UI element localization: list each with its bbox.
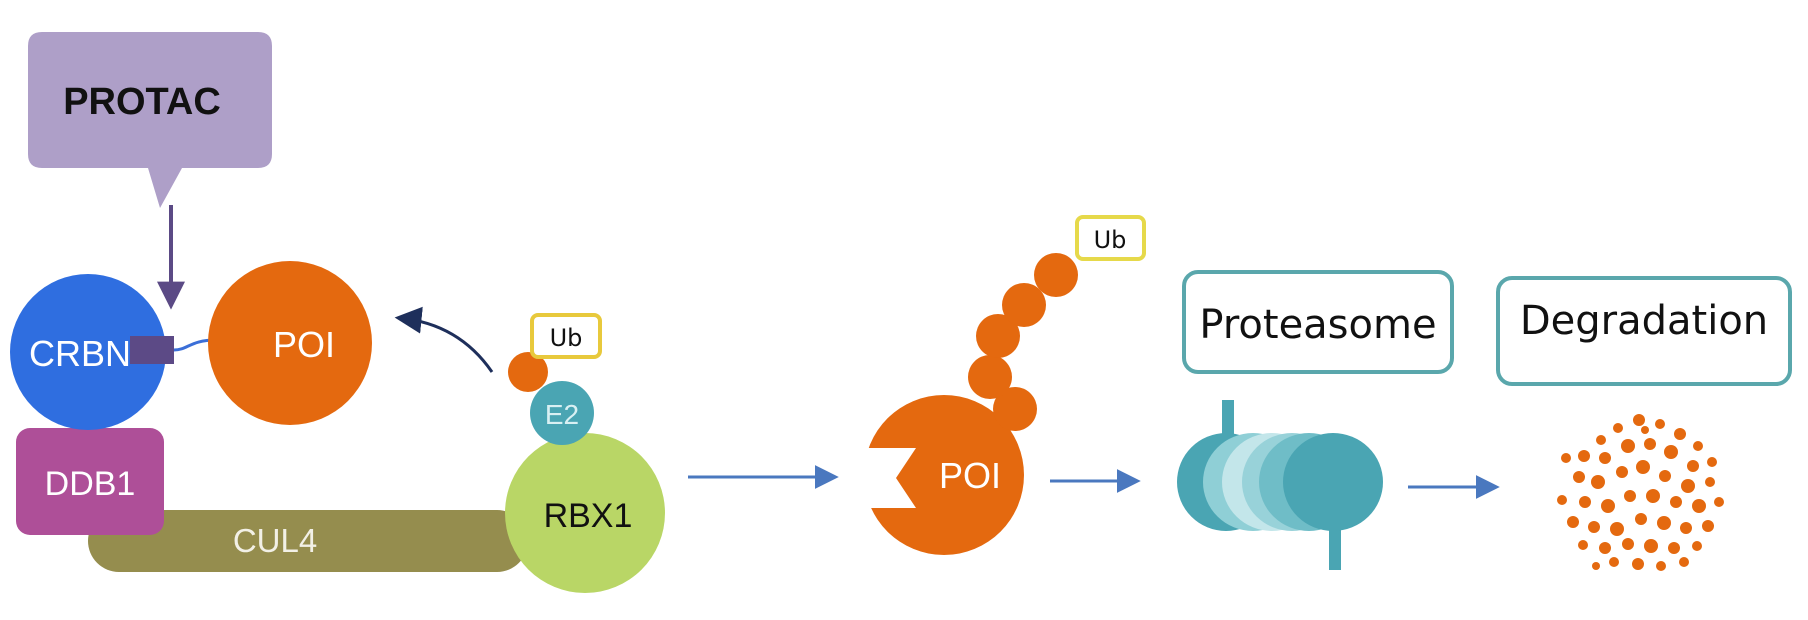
ub-right-label: Ub [1094, 226, 1127, 254]
poi-right-label: POI [939, 455, 1001, 496]
protac-label: PROTAC [63, 81, 221, 123]
polyubiquitin-chain [968, 253, 1078, 431]
poi-left-label: POI [273, 324, 335, 365]
proteasome-barrel [1177, 400, 1383, 570]
ubiquitin-bead [968, 355, 1012, 399]
protac-callout: PROTAC [28, 32, 272, 208]
cul4-scaffold: CUL4 [88, 510, 528, 572]
ubiquitin-bead [1034, 253, 1078, 297]
crbn-circle: CRBN [10, 274, 166, 430]
ubiquitin-bead [976, 314, 1020, 358]
proteasome-bottom-cap [1329, 520, 1341, 570]
cul4-label: CUL4 [233, 522, 317, 559]
proteasome-label-box: Proteasome [1182, 270, 1454, 374]
ub-tag-right: Ub [1075, 215, 1146, 261]
degradation-label-box: Degradation [1496, 276, 1792, 386]
ub-left-label: Ub [550, 324, 583, 352]
ubiquitin-transfer-arrow [394, 306, 494, 373]
degradation-label: Degradation [1520, 298, 1768, 344]
crbn-label: CRBN [29, 333, 131, 374]
poi-right-circle: POI [862, 395, 1024, 555]
poi-binding-notch [862, 448, 916, 508]
crbn-binder-block [130, 336, 174, 364]
e2-label: E2 [545, 399, 579, 430]
degraded-fragments [1557, 414, 1724, 571]
rbx1-label: RBX1 [544, 497, 633, 535]
ubiquitin-bead-left [508, 352, 548, 392]
e2-circle: E2 [530, 381, 594, 445]
ddb1-block: DDB1 [16, 428, 164, 535]
poi-left-circle: POI [208, 261, 372, 425]
ub-tag-left: Ub [530, 313, 602, 359]
ubiquitin-bead [993, 387, 1037, 431]
rbx1-circle: RBX1 [505, 433, 665, 593]
ubiquitin-bead [1002, 283, 1046, 327]
proteasome-label: Proteasome [1199, 302, 1436, 348]
ddb1-label: DDB1 [45, 465, 136, 503]
